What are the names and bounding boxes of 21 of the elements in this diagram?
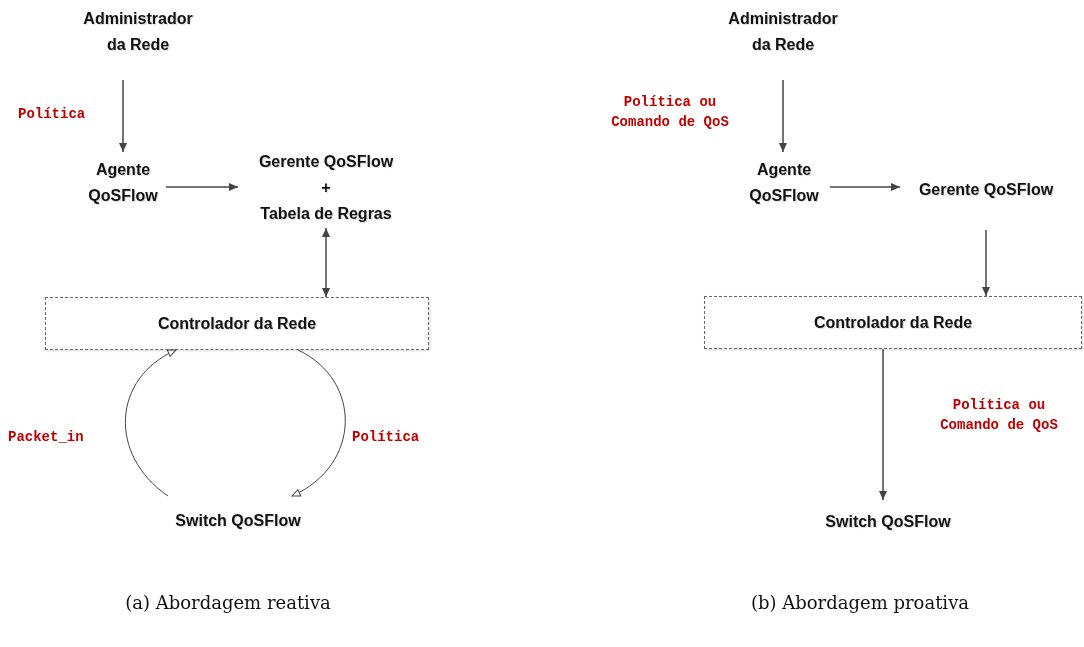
node-label: Agente QoSFlow <box>80 152 166 214</box>
arrow <box>125 349 177 497</box>
figure-caption: (a) Abordagem reativa <box>125 592 331 613</box>
arrow <box>829 183 901 191</box>
node-label: Administrador da Rede <box>728 6 838 80</box>
figure-caption: (b) Abordagem proativa <box>750 592 970 613</box>
arrow <box>165 183 239 191</box>
arrow <box>879 348 887 501</box>
arrow <box>322 227 330 298</box>
arrow <box>291 349 346 497</box>
node-label: Gerente QoSFlow <box>900 150 1072 230</box>
node-label: Switch QoSFlow <box>150 496 326 546</box>
arrow <box>779 79 787 153</box>
node-label: Agente QoSFlow <box>738 152 830 214</box>
node-label: Switch QoSFlow <box>810 500 966 544</box>
arrow <box>982 229 990 297</box>
node-label: Administrador da Rede <box>80 6 196 80</box>
controller-box: Controlador da Rede <box>704 296 1082 349</box>
node-label: Gerente QoSFlow + Tabela de Regras <box>238 148 414 228</box>
controller-box: Controlador da Rede <box>45 297 429 350</box>
arrow <box>119 79 127 153</box>
